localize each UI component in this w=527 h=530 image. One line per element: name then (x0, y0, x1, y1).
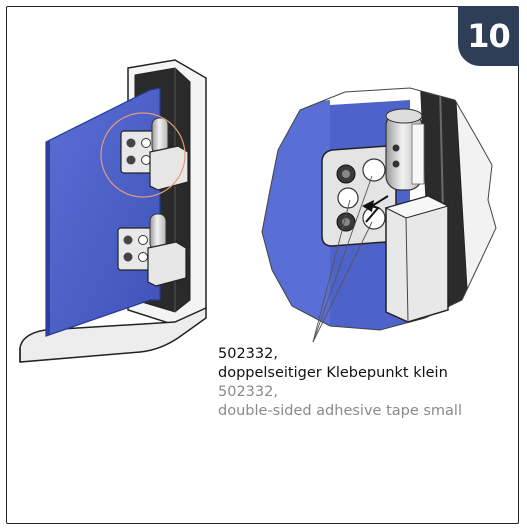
glass-door (45, 87, 161, 337)
insert-arrow (365, 195, 389, 223)
caption-en-description: double-sided adhesive tape small (218, 403, 462, 419)
caption-en-part-number: 502332, (218, 384, 278, 400)
mounting-block (384, 195, 450, 323)
hinge-plate-zoom (321, 145, 397, 247)
adhesive-dot (337, 187, 359, 209)
left-assembly (19, 59, 207, 363)
hinge-knuckle (385, 108, 425, 191)
caption-de-description: doppelseitiger Klebepunkt klein (218, 365, 448, 381)
adhesive-dot (362, 158, 386, 182)
detail-callout-circle (100, 112, 186, 198)
zoom-detail (261, 87, 497, 331)
part-captions: 502332, doppelseitiger Klebepunkt klein … (218, 345, 518, 421)
caption-de-part-number: 502332, (218, 346, 278, 362)
step-number-badge: 10 (458, 6, 519, 66)
leader-lines (312, 175, 373, 343)
cabinet-base (19, 306, 207, 363)
adhesive-dot (362, 206, 386, 230)
lower-hinge-left (117, 213, 187, 287)
upper-hinge-left (120, 117, 189, 191)
